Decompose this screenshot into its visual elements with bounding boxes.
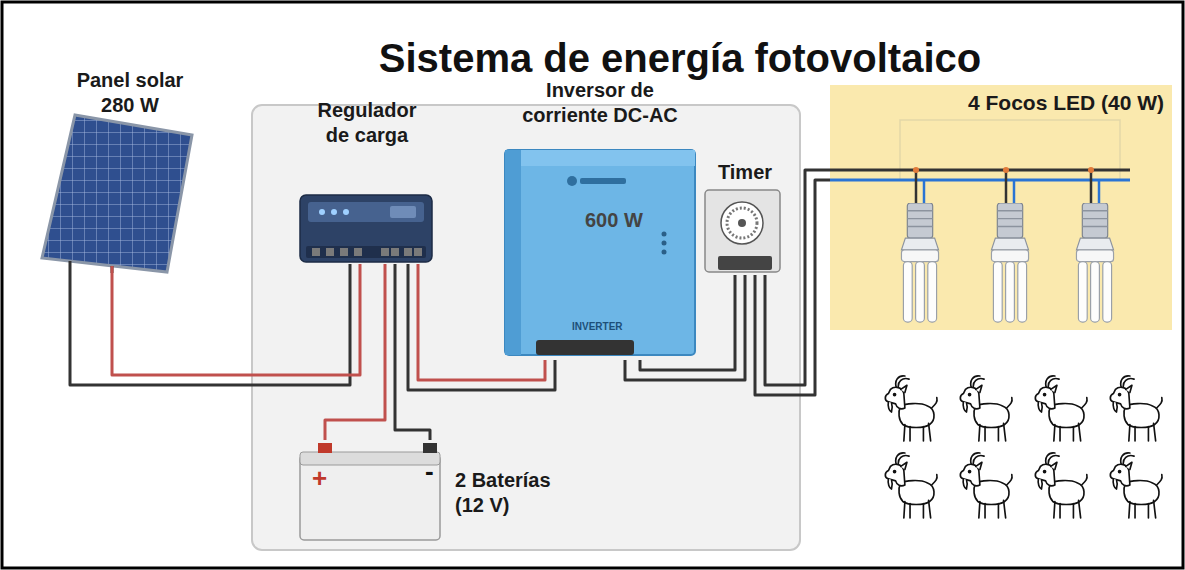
wire [395, 264, 430, 440]
wire-pair [408, 264, 555, 390]
enclosure-panel [252, 105, 800, 550]
wire [625, 275, 745, 380]
wire [325, 264, 385, 440]
rating-label: 600 W [585, 208, 675, 233]
wire [765, 170, 830, 385]
component: Panel solar 280 W [40, 68, 210, 273]
wire [640, 275, 735, 370]
goats-drawing [885, 376, 1162, 518]
solar-panel-drawing [42, 115, 192, 273]
component-label: 2 Baterías (12 V) [455, 468, 565, 518]
component: 2 Baterías (12 V) [298, 440, 566, 545]
battery-drawing [300, 443, 440, 540]
wire-pair [325, 264, 430, 440]
component: Timer [703, 160, 787, 275]
load-band: 4 Focos LED (40 W) [830, 85, 1172, 330]
polarity-sign: - [425, 456, 434, 487]
component-label: Panel solar 280 W [65, 68, 195, 118]
component-label: Regulador de carga [307, 98, 427, 148]
wire-pair [70, 264, 360, 385]
component-label: Timer [703, 160, 787, 185]
diagram-title: Sistema de energía fotovoltaico [330, 36, 1030, 81]
led-bulbs-drawing [830, 85, 1172, 330]
charge-regulator-drawing [300, 195, 432, 262]
wire-pair [625, 275, 745, 380]
component-label: Inversor de corriente DC-AC [510, 78, 690, 128]
wire [112, 264, 360, 375]
polarity-sign: + [312, 463, 327, 494]
device-marking: INVERTER [572, 321, 623, 332]
component: Inversor de corriente DC-AC 600 W [500, 78, 700, 360]
component-label: 4 Focos LED (40 W) [870, 90, 1164, 116]
wire [408, 264, 555, 390]
wire-pair [755, 170, 830, 395]
component: Regulador de carga [295, 98, 440, 264]
timer-drawing [705, 190, 780, 272]
inverter-drawing [505, 150, 695, 355]
wire [418, 264, 545, 380]
